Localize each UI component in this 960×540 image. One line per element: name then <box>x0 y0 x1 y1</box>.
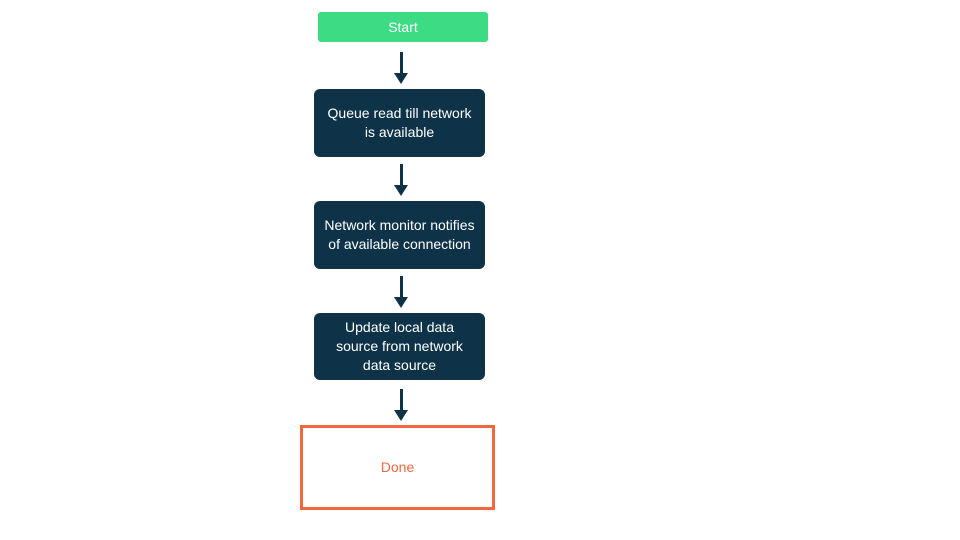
arrow-head <box>394 410 408 421</box>
flowchart-node-update-local: Update local data source from network da… <box>314 313 485 380</box>
arrow-stem <box>399 389 403 410</box>
arrow-down-icon <box>394 52 408 84</box>
arrow-stem <box>399 276 403 297</box>
node-queue-read-label: Queue read till network is available <box>327 105 472 140</box>
node-done-label: Done <box>380 459 415 475</box>
arrow-stem <box>399 52 403 73</box>
arrow-stem <box>399 164 403 185</box>
arrow-down-icon <box>394 389 408 421</box>
node-update-local-label: Update local data source from network da… <box>336 319 463 373</box>
arrow-down-icon <box>394 164 408 196</box>
node-network-monitor-label: Network monitor notifies of available co… <box>324 217 475 252</box>
flowchart-node-queue-read: Queue read till network is available <box>314 89 485 157</box>
arrow-head <box>394 185 408 196</box>
node-start-label: Start <box>388 18 418 35</box>
arrow-head <box>394 297 408 308</box>
arrow-down-icon <box>394 276 408 308</box>
arrow-head <box>394 73 408 84</box>
flowchart-node-done: Done <box>300 425 495 510</box>
flowchart-node-start: Start <box>318 12 488 42</box>
flowchart-node-network-monitor: Network monitor notifies of available co… <box>314 201 485 269</box>
